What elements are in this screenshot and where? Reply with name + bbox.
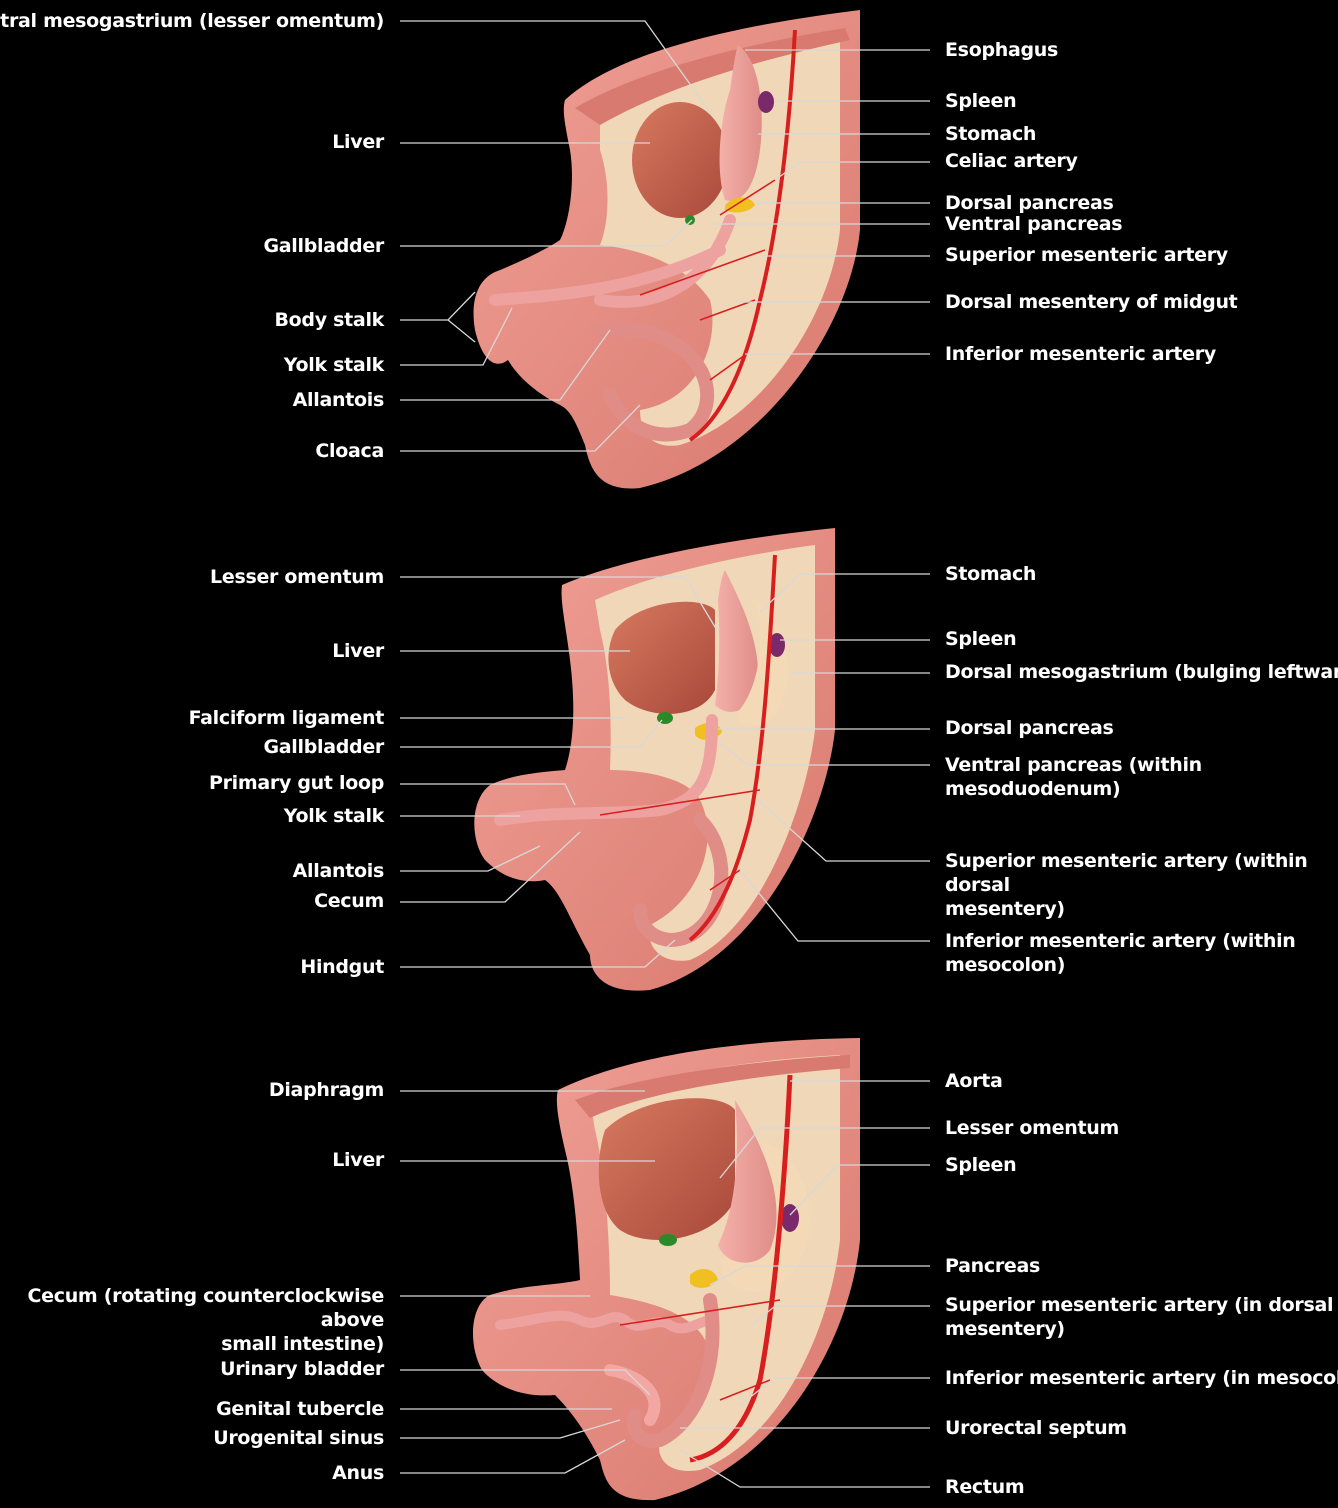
label-pancreas: Pancreas xyxy=(945,1254,1040,1278)
label-liver: Liver xyxy=(332,639,384,663)
label-body-stalk: Body stalk xyxy=(275,308,385,332)
panel-3-illustration xyxy=(473,1038,860,1500)
label-celiac-artery: Celiac artery xyxy=(945,149,1078,173)
label-urorectal-septum: Urorectal septum xyxy=(945,1416,1127,1440)
label-spleen: Spleen xyxy=(945,1153,1016,1177)
label-liver: Liver xyxy=(332,130,384,154)
liver xyxy=(599,1098,735,1240)
label-aorta: Aorta xyxy=(945,1069,1003,1093)
gallbladder xyxy=(659,1234,677,1246)
leader-line xyxy=(400,292,475,320)
label-hindgut: Hindgut xyxy=(300,955,384,979)
label-ventral-mesogastrium: Ventral mesogastrium (lesser omentum) xyxy=(0,9,384,33)
label-inferior-mesenteric-artery: Inferior mesenteric artery (within mesoc… xyxy=(945,929,1296,977)
label-lesser-omentum: Lesser omentum xyxy=(945,1116,1119,1140)
label-ventral-pancreas: Ventral pancreas xyxy=(945,212,1122,236)
label-rectum: Rectum xyxy=(945,1475,1024,1499)
label-falciform-ligament: Falciform ligament xyxy=(189,706,384,730)
label-cecum-rotating: Cecum (rotating counterclockwise above s… xyxy=(0,1284,384,1356)
label-cloaca: Cloaca xyxy=(315,439,384,463)
label-allantois: Allantois xyxy=(293,388,384,412)
label-genital-tubercle: Genital tubercle xyxy=(216,1397,384,1421)
leader-line xyxy=(448,320,475,342)
label-yolk-stalk: Yolk stalk xyxy=(284,804,384,828)
spleen xyxy=(758,91,774,113)
label-stomach: Stomach xyxy=(945,122,1036,146)
leader-line xyxy=(400,1440,625,1473)
label-dorsal-mesogastrium: Dorsal mesogastrium (bulging leftward) xyxy=(945,660,1338,684)
label-anus: Anus xyxy=(332,1461,384,1485)
gallbladder xyxy=(685,215,695,225)
label-inferior-mesenteric-artery: Inferior mesenteric artery (in mesocolon… xyxy=(945,1366,1338,1390)
label-diaphragm: Diaphragm xyxy=(269,1078,384,1102)
label-urogenital-sinus: Urogenital sinus xyxy=(213,1426,384,1450)
label-spleen: Spleen xyxy=(945,627,1016,651)
label-urinary-bladder: Urinary bladder xyxy=(220,1357,384,1381)
label-gallbladder: Gallbladder xyxy=(263,735,384,759)
label-dorsal-mesentery-midgut: Dorsal mesentery of midgut xyxy=(945,290,1237,314)
label-superior-mesenteric-artery: Superior mesenteric artery (within dorsa… xyxy=(945,849,1338,921)
label-primary-gut-loop: Primary gut loop xyxy=(209,771,384,795)
label-allantois: Allantois xyxy=(293,859,384,883)
panel-1-illustration xyxy=(474,10,860,488)
label-gallbladder: Gallbladder xyxy=(263,234,384,258)
panel-2-illustration xyxy=(474,528,835,991)
label-spleen: Spleen xyxy=(945,89,1016,113)
label-yolk-stalk: Yolk stalk xyxy=(284,353,384,377)
label-dorsal-pancreas: Dorsal pancreas xyxy=(945,716,1114,740)
label-inferior-mesenteric-artery: Inferior mesenteric artery xyxy=(945,342,1216,366)
liver xyxy=(632,102,728,218)
label-stomach: Stomach xyxy=(945,562,1036,586)
label-esophagus: Esophagus xyxy=(945,38,1058,62)
label-superior-mesenteric-artery: Superior mesenteric artery (in dorsal me… xyxy=(945,1293,1333,1341)
label-liver: Liver xyxy=(332,1148,384,1172)
label-ventral-pancreas: Ventral pancreas (within mesoduodenum) xyxy=(945,753,1202,801)
label-superior-mesenteric-artery: Superior mesenteric artery xyxy=(945,243,1228,267)
label-cecum: Cecum xyxy=(314,889,384,913)
label-lesser-omentum: Lesser omentum xyxy=(210,565,384,589)
